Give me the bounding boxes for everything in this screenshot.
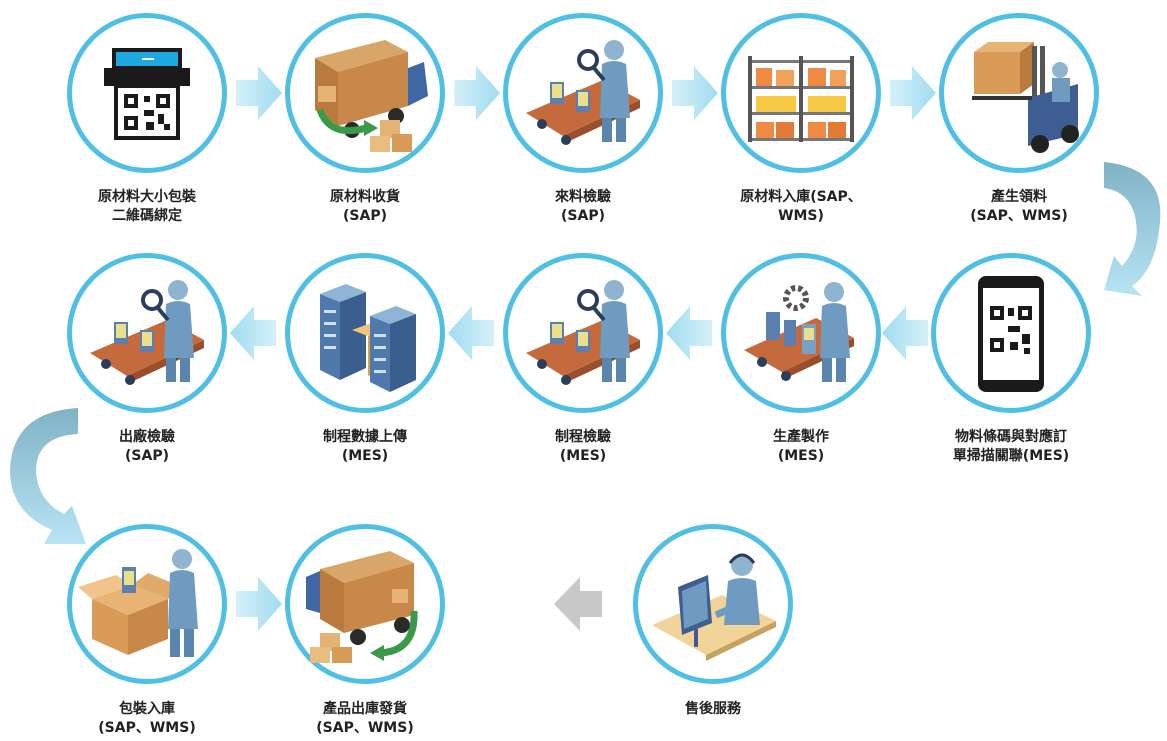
step-7-node <box>721 253 881 413</box>
step-2-label: 原材料收貨 (SAP) <box>330 189 400 224</box>
curved-arrow-right <box>1104 162 1161 296</box>
truck-loading-icon <box>306 551 418 663</box>
inspector-conveyor-icon <box>90 280 204 385</box>
step-1-label: 原材料大小包裝 二維碼綁定 <box>98 189 196 224</box>
step-9-label: 制程數據上傳 (MES) <box>323 429 407 464</box>
customer-service-icon <box>652 553 776 661</box>
step-5-label: 產生領料 (SAP、WMS) <box>970 189 1068 224</box>
step-6-node <box>931 253 1091 413</box>
step-13-label: 售後服務 <box>685 701 741 717</box>
truck-unloading-icon <box>315 40 428 152</box>
step-12-label: 產品出庫發貨 (SAP、WMS) <box>316 701 414 736</box>
step-1-node <box>67 13 227 173</box>
worker-assembly-icon <box>744 282 854 382</box>
step-5-node <box>939 13 1099 173</box>
printer-qrcode-icon <box>104 48 190 140</box>
server-icon <box>320 284 416 392</box>
step-4-label: 原材料入庫(SAP、 WMS) <box>740 189 862 224</box>
step-11-label: 包裝入庫 (SAP、WMS) <box>98 701 196 736</box>
step-13-node <box>633 524 793 684</box>
step-4-node <box>721 13 881 173</box>
forklift-icon <box>972 42 1079 153</box>
step-10-node <box>67 253 227 413</box>
inspector-conveyor-icon <box>526 280 640 385</box>
arrow-left-gray <box>554 577 602 631</box>
step-12-node <box>285 524 445 684</box>
inspector-conveyor-icon <box>526 40 640 145</box>
arrow-right <box>236 577 282 631</box>
phone-qrcode-icon <box>978 276 1044 392</box>
step-11-node <box>67 524 227 684</box>
step-7-label: 生產製作 (MES) <box>773 429 829 464</box>
step-8-node <box>503 253 663 413</box>
step-8-label: 制程檢驗 (MES) <box>555 429 611 464</box>
step-6-label: 物料條碼與對應訂 單掃描關聯(MES) <box>952 429 1070 464</box>
step-3-node <box>503 13 663 173</box>
warehouse-shelf-icon <box>748 56 854 142</box>
step-3-label: 來料檢驗 (SAP) <box>555 189 611 224</box>
packing-box-icon <box>78 549 198 657</box>
step-9-node <box>285 253 445 413</box>
step-10-label: 出廠檢驗 (SAP) <box>119 429 175 464</box>
step-2-node <box>285 13 445 173</box>
